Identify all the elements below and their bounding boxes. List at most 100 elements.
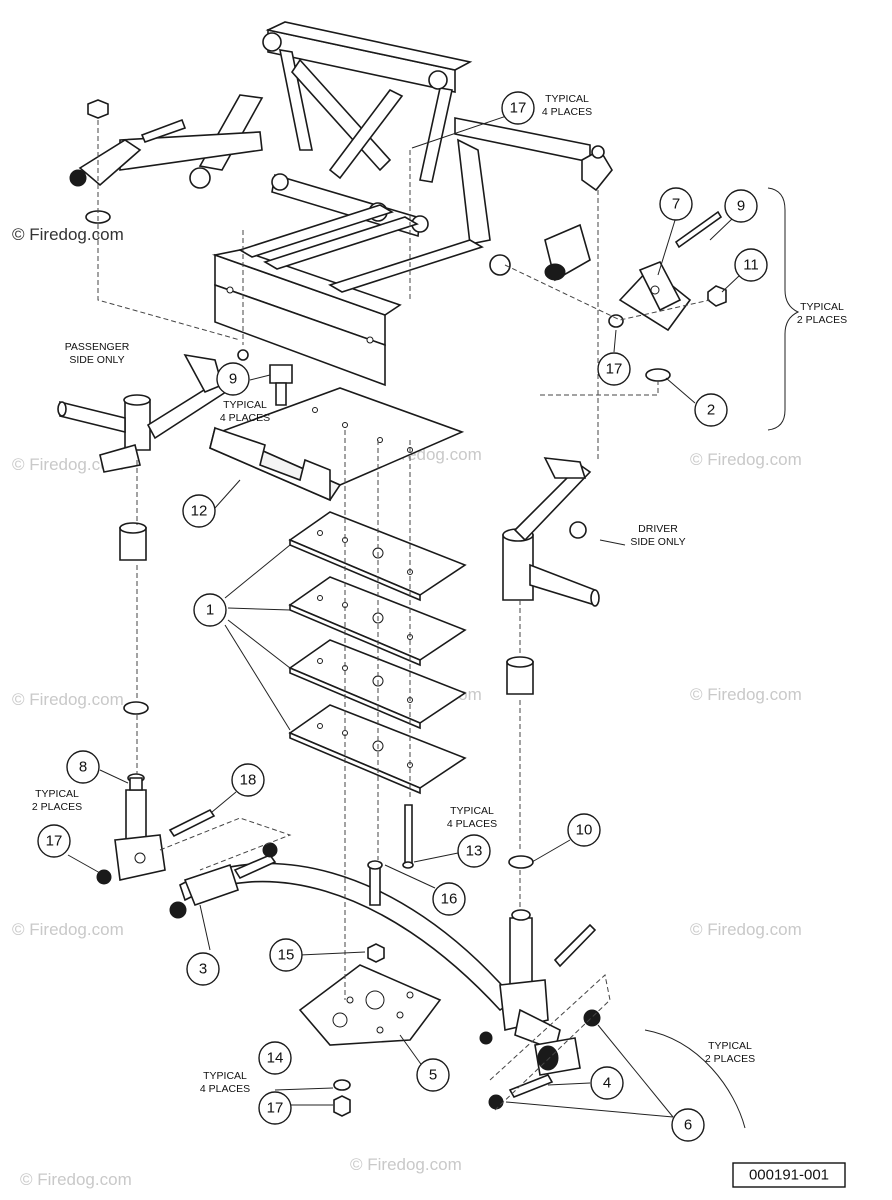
right-kingpin [479,855,601,1110]
leaf-spring [169,804,517,1012]
svg-text:16: 16 [441,891,458,908]
driver-spindle [502,457,626,607]
svg-text:14: 14 [267,1050,284,1067]
callout-3: 3 [186,952,220,986]
svg-text:SIDE ONLY: SIDE ONLY [630,536,685,548]
svg-text:8: 8 [79,759,87,776]
callout-13: 13 [457,834,491,868]
passenger-spindle [57,349,293,473]
svg-text:TYPICAL: TYPICAL [545,93,589,105]
callout-17: 17 [258,1091,292,1125]
brace [767,187,800,431]
note-typical-2-places: TYPICAL 2 PLACES [32,788,82,813]
leaf-plates [288,511,467,795]
svg-text:5: 5 [429,1067,437,1084]
svg-text:7: 7 [672,196,680,213]
svg-text:4 PLACES: 4 PLACES [200,1083,250,1095]
svg-text:17: 17 [267,1100,284,1117]
bottom-hardware [333,943,385,1117]
svg-text:TYPICAL: TYPICAL [223,399,267,411]
svg-text:11: 11 [743,257,759,274]
svg-text:9: 9 [737,198,745,215]
svg-text:6: 6 [684,1117,692,1134]
right-ball-joint [581,145,613,192]
svg-text:4: 4 [603,1075,611,1092]
svg-text:2 PLACES: 2 PLACES [705,1053,755,1065]
note-typical-2-places: TYPICAL 2 PLACES [797,301,847,326]
callout-7: 7 [659,187,693,221]
svg-text:10: 10 [576,822,593,839]
svg-text:2 PLACES: 2 PLACES [797,314,847,326]
watermark-text: © Firedog.com [12,225,124,244]
svg-text:15: 15 [278,947,295,964]
svg-text:DRIVER: DRIVER [638,523,678,535]
watermark-text: © Firedog.com [690,685,802,704]
svg-text:TYPICAL: TYPICAL [800,301,844,313]
svg-text:17: 17 [606,361,623,378]
callout-2: 2 [694,393,728,427]
right-bracket-group [504,210,727,382]
watermark-text: © Firedog.com [12,455,124,474]
callout-17: 17 [37,824,71,858]
callout-14: 14 [258,1041,292,1075]
callout-16: 16 [432,882,466,916]
bottom-plate [298,964,442,1046]
callout-9: 9 [724,189,758,223]
svg-text:17: 17 [510,100,527,117]
watermarks: © Firedog.com © Firedog.com © Firedog.co… [12,225,802,1189]
frame-assembly [119,21,591,387]
callout-15: 15 [269,938,303,972]
callout-8: 8 [66,750,100,784]
callout-18: 18 [231,763,265,797]
svg-text:PASSENGER: PASSENGER [65,341,130,353]
callout-11: 11 [734,248,768,282]
watermark-text: © Firedog.com [12,920,124,939]
svg-text:2 PLACES: 2 PLACES [32,801,82,813]
callout-6: 6 [671,1108,705,1142]
svg-text:TYPICAL: TYPICAL [450,805,494,817]
callout-10: 10 [567,813,601,847]
svg-text:9: 9 [229,371,237,388]
svg-text:4 PLACES: 4 PLACES [447,818,497,830]
mount-plate [209,387,465,502]
svg-text:2: 2 [707,402,715,419]
svg-text:SIDE ONLY: SIDE ONLY [69,354,124,366]
watermark-text: © Firedog.com [20,1170,132,1189]
callout-17: 17 [597,352,631,386]
leader-lines [67,107,746,1129]
svg-text:TYPICAL: TYPICAL [203,1070,247,1082]
svg-text:TYPICAL: TYPICAL [35,788,79,800]
note-typical-4-places: TYPICAL 4 PLACES [542,93,592,118]
callout-9: 9 [216,362,250,396]
note-typical-4-places: TYPICAL 4 PLACES [447,805,497,830]
callout-4: 4 [590,1066,624,1100]
watermark-text: © Firedog.com [12,690,124,709]
svg-text:12: 12 [191,503,208,520]
svg-text:1: 1 [206,602,214,619]
alignment-lines [97,120,659,1111]
watermark-text: © Firedog.com [350,1155,462,1174]
left-kingpin [96,701,216,885]
note-typical-4-places: TYPICAL 4 PLACES [220,399,270,424]
svg-text:4 PLACES: 4 PLACES [220,412,270,424]
note-passenger-side-only: PASSENGER SIDE ONLY [65,341,130,366]
left-ball-joint [69,99,187,224]
svg-text:13: 13 [466,843,483,860]
note-driver-side-only: DRIVER SIDE ONLY [630,523,685,548]
note-typical-4-places: TYPICAL 4 PLACES [200,1070,250,1095]
svg-text:4 PLACES: 4 PLACES [542,106,592,118]
callout-12: 12 [182,494,216,528]
callout-5: 5 [416,1058,450,1092]
callout-1: 1 [193,593,227,627]
figure-id-box: 000191-001 [732,1162,846,1188]
callout-17: 17 [501,91,535,125]
note-typical-2-places: TYPICAL 2 PLACES [705,1040,755,1065]
svg-text:17: 17 [46,833,63,850]
svg-text:18: 18 [240,772,257,789]
svg-text:TYPICAL: TYPICAL [708,1040,752,1052]
svg-text:3: 3 [199,961,207,978]
bushings [119,522,534,695]
watermark-text: © Firedog.com [690,920,802,939]
watermark-text: © Firedog.com [690,450,802,469]
